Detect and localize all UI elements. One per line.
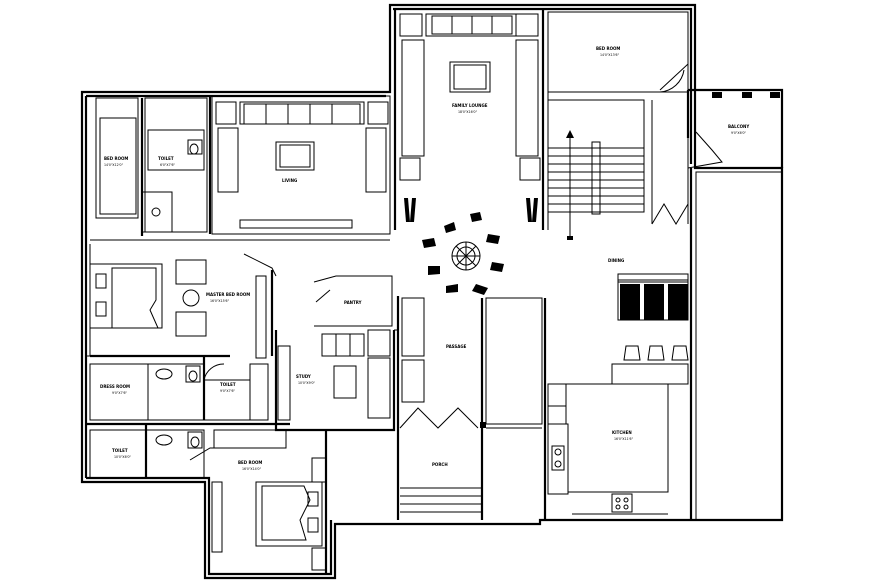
- bedroom-bottom-left: TOILET 10'0"X6'0" BED ROOM 16'0"X14'0": [89, 429, 328, 575]
- kitchen: KITCHEN 16'0"X11'6": [543, 168, 693, 520]
- svg-text:BALCONY: BALCONY: [728, 124, 749, 129]
- svg-text:FAMILY LOUNGE: FAMILY LOUNGE: [452, 103, 488, 108]
- svg-text:16'0"X11'6": 16'0"X11'6": [614, 437, 634, 441]
- svg-text:14'0"X12'0": 14'0"X12'0": [104, 163, 124, 167]
- balcony: BALCONY 9'0"X6'0": [687, 92, 780, 169]
- svg-text:10'0"X6'0": 10'0"X6'0": [114, 455, 132, 459]
- svg-text:9'0"X6'0": 9'0"X6'0": [731, 131, 747, 135]
- dining-table: DINING: [608, 258, 689, 321]
- svg-text:10'0"X9'0": 10'0"X9'0": [298, 381, 316, 385]
- svg-text:9'0"X7'6": 9'0"X7'6": [112, 391, 128, 395]
- svg-text:6'0"X7'6": 6'0"X7'6": [160, 163, 176, 167]
- bedroom-top-right: BED ROOM 14'0"X13'6": [547, 11, 689, 140]
- living-label: LIVING: [282, 178, 297, 183]
- svg-text:TOILET: TOILET: [220, 382, 236, 387]
- svg-text:PORCH: PORCH: [432, 462, 448, 467]
- round-table: [422, 212, 504, 295]
- svg-text:PASSAGE: PASSAGE: [446, 344, 467, 349]
- svg-text:PANTRY: PANTRY: [344, 300, 362, 305]
- right-block: [695, 171, 783, 521]
- bedroom-1-label: BED ROOM: [104, 156, 128, 161]
- svg-text:DRESS ROOM: DRESS ROOM: [100, 384, 130, 389]
- svg-text:18'0"X16'0": 18'0"X16'0": [458, 110, 478, 114]
- svg-text:16'0"X15'6": 16'0"X15'6": [210, 299, 230, 303]
- svg-text:DINING: DINING: [608, 258, 624, 263]
- svg-text:BED ROOM: BED ROOM: [238, 460, 262, 465]
- svg-text:MASTER BED ROOM: MASTER BED ROOM: [206, 292, 250, 297]
- interior-walls: [86, 92, 549, 478]
- staircase: [547, 99, 689, 240]
- svg-text:STUDY: STUDY: [296, 374, 311, 379]
- bedroom-middle-left: MASTER BED ROOM 16'0"X15'6": [89, 253, 277, 359]
- entrance: PASSAGE PORCH: [396, 296, 543, 520]
- living-room: LIVING: [211, 95, 391, 235]
- svg-text:BED ROOM: BED ROOM: [596, 46, 620, 51]
- center-rooms: PANTRY STUDY 10'0"X9'0": [274, 275, 396, 432]
- svg-text:TOILET: TOILET: [112, 448, 128, 453]
- svg-text:16'0"X14'0": 16'0"X14'0": [242, 467, 262, 471]
- svg-text:KITCHEN: KITCHEN: [612, 430, 632, 435]
- svg-text:TOILET: TOILET: [158, 156, 174, 161]
- svg-text:9'0"X7'6": 9'0"X7'6": [220, 389, 236, 393]
- bath-strip: DRESS ROOM 9'0"X7'6" TOILET 9'0"X7'6": [86, 363, 290, 426]
- outer-walls: [80, 3, 784, 580]
- family-lounge: FAMILY LOUNGE 18'0"X16'0": [393, 9, 545, 230]
- svg-text:14'0"X13'6": 14'0"X13'6": [600, 53, 620, 57]
